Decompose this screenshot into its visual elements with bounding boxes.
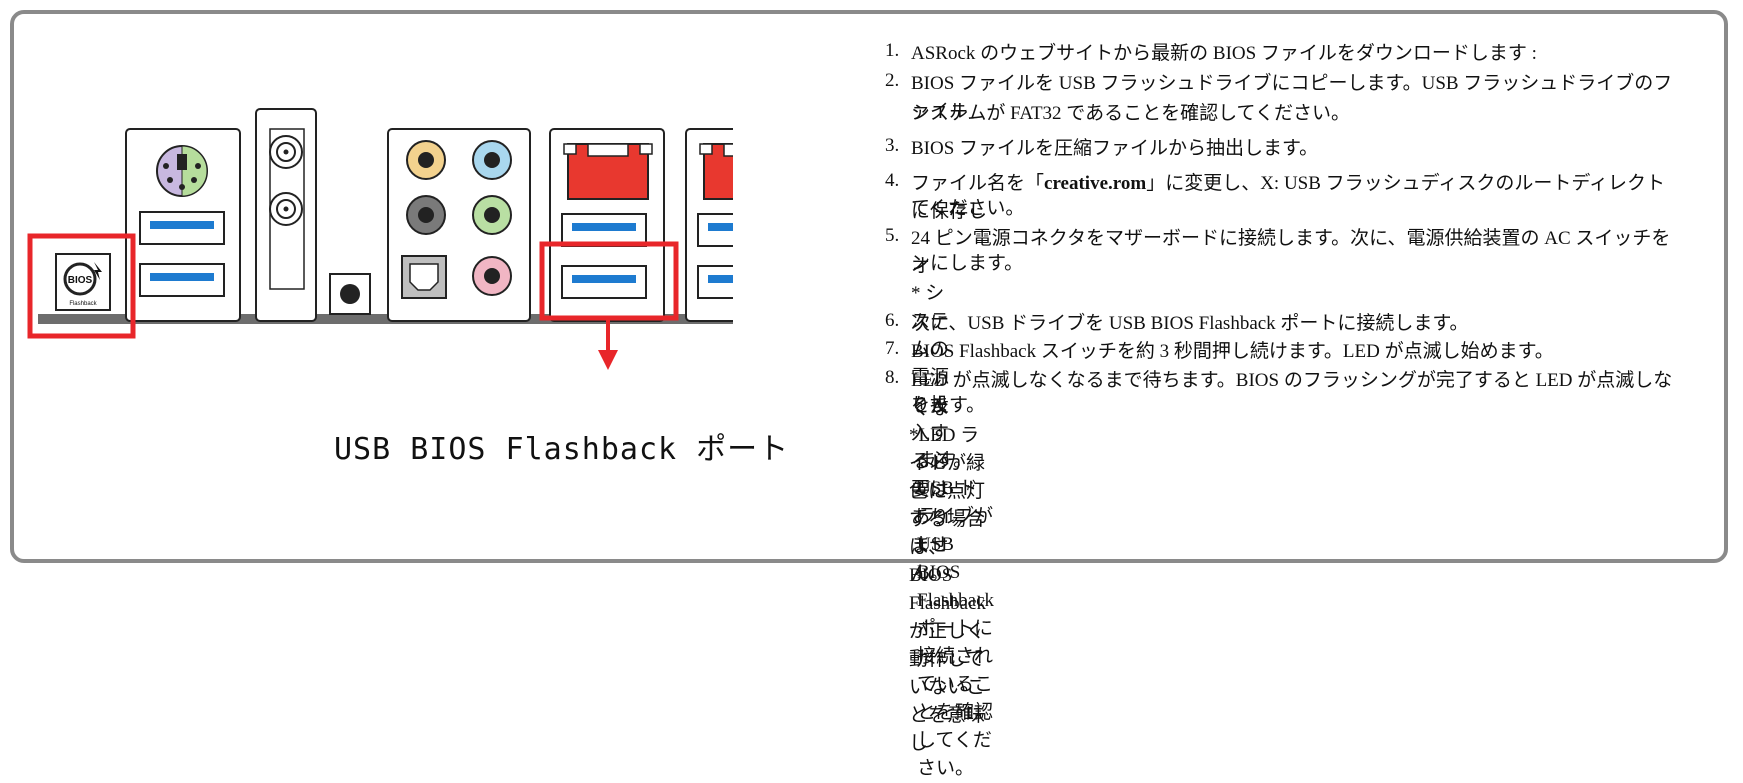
step-number: 6.	[885, 310, 900, 331]
flashback-button-highlight	[27, 233, 136, 339]
step-number: 8.	[885, 367, 900, 388]
flashback-icon-text: Flashback	[69, 301, 97, 307]
ps2-usb-block	[125, 128, 241, 322]
flashback-port-caption: USB BIOS Flashback ポート	[334, 432, 790, 467]
bios-icon-text: BIOS	[68, 275, 93, 286]
arrow-down-icon	[598, 350, 618, 370]
step-number: 1.	[885, 40, 900, 61]
step-text: ファイル名を「creative.rom」に変更し、X: USB フラッシュディス…	[911, 173, 1665, 222]
step-text-cont: ンにします。	[911, 253, 1024, 274]
content-frame	[10, 10, 1728, 563]
step-number: 4.	[885, 170, 900, 191]
step-text: LED が点滅しなくなるまで待ちます。BIOS のフラッシングが完了すると LE…	[911, 370, 1673, 419]
step-text: BIOS ファイルを圧縮ファイルから抽出します。	[911, 138, 1319, 159]
antenna-block	[255, 108, 317, 322]
footnote-line-2: ます。USB ドライブが USB BIOS Flashback ポートに接続され…	[917, 450, 995, 779]
bios-flashback-icon	[63, 262, 97, 296]
step-text: ASRock のウェブサイトから最新の BIOS ファイルをダウンロードします …	[911, 43, 1537, 64]
audio-block	[387, 128, 531, 322]
step-text: BIOS Flashback スイッチを約 3 秒間押し続けます。LED が点滅…	[911, 341, 1554, 362]
step-number: 7.	[885, 338, 900, 359]
step-number: 3.	[885, 135, 900, 156]
bios-flashback-button: BIOS Flashback	[55, 253, 111, 311]
step-text-cont: システムが FAT32 であることを確認してください。	[911, 103, 1350, 124]
step-text-cont: ります。	[911, 395, 986, 416]
step-text: 次に、USB ドライブを USB BIOS Flashback ポートに接続しま…	[911, 313, 1469, 334]
rear-io-panel-diagram: BIOS Flashback	[27, 104, 824, 370]
clear-cmos-button	[329, 273, 371, 315]
step-text-cont: てください。	[911, 198, 1025, 219]
step-text: BIOS ファイルを USB フラッシュドライブにコピーします。USB フラッシ…	[911, 73, 1673, 122]
step-number: 5.	[885, 225, 900, 246]
step-number: 2.	[885, 70, 900, 91]
step-note: * システムの電源を投入する必要はありません。	[911, 283, 950, 584]
step-text: 24 ピン電源コネクタをマザーボードに接続します。次に、電源供給装置の AC ス…	[911, 228, 1671, 277]
filename: creative.rom	[1044, 173, 1147, 194]
lan-usb-block	[549, 128, 665, 322]
